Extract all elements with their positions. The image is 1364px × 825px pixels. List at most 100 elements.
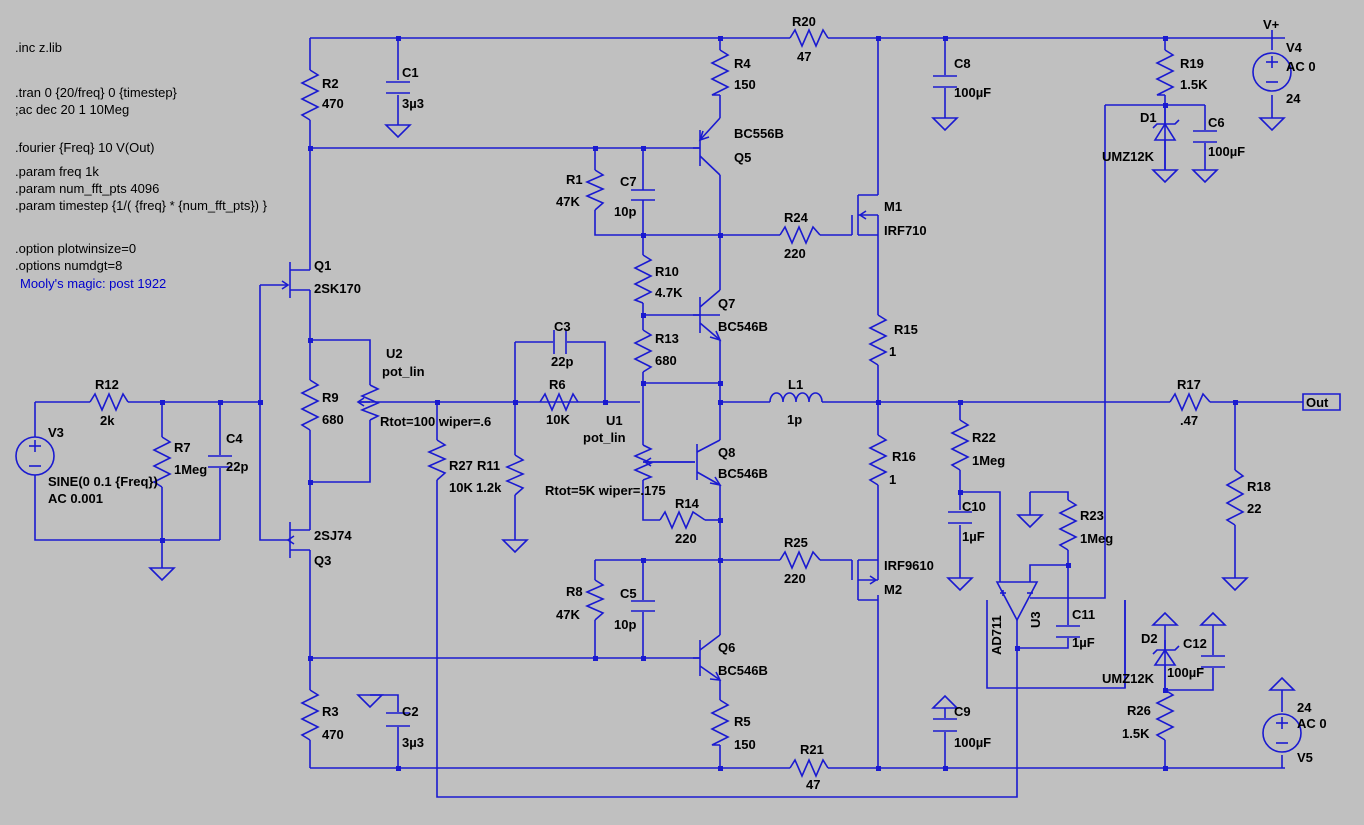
potentiometer-u1[interactable] xyxy=(633,444,695,481)
label-r10-value: 4.7K xyxy=(655,285,683,300)
label-l1-value: 1p xyxy=(787,412,802,427)
potentiometer-u2[interactable] xyxy=(356,384,380,421)
label-r20-value: 47 xyxy=(797,49,811,64)
mosfet-m2[interactable] xyxy=(851,545,879,601)
zener-d2[interactable] xyxy=(1152,625,1180,690)
resistor-r19[interactable] xyxy=(1155,49,1175,96)
label-r21-value: 47 xyxy=(806,777,820,792)
resistor-r1[interactable] xyxy=(585,169,605,211)
label-r13-name: R13 xyxy=(655,331,679,346)
label-r18-name: R18 xyxy=(1247,479,1271,494)
capacitor-c12[interactable] xyxy=(1201,655,1225,668)
voltage-sources xyxy=(15,52,1302,753)
label-c10-name: C10 xyxy=(962,499,986,514)
jfet-q3[interactable] xyxy=(286,522,311,572)
zener-d1[interactable] xyxy=(1152,105,1180,170)
resistor-r2[interactable] xyxy=(300,69,320,121)
transistor-q7[interactable] xyxy=(693,289,722,342)
label-c8-value: 100µF xyxy=(954,85,991,100)
label-q8-name: Q8 xyxy=(718,445,735,460)
label-c2-value: 3µ3 xyxy=(402,735,424,750)
label-r12-name: R12 xyxy=(95,377,119,392)
label-u2-name: U2 xyxy=(386,346,403,361)
directive-line: .inc z.lib xyxy=(15,40,62,55)
label-v4-value2: 24 xyxy=(1286,91,1301,106)
resistor-r10[interactable] xyxy=(633,254,653,304)
capacitor-c7[interactable] xyxy=(631,189,655,201)
capacitor-c10[interactable] xyxy=(948,511,972,524)
resistor-r27[interactable] xyxy=(427,439,447,481)
label-q5-name: Q5 xyxy=(734,150,751,165)
capacitor-c8[interactable] xyxy=(933,75,957,88)
label-q7-name: Q7 xyxy=(718,296,735,311)
resistor-r13[interactable] xyxy=(633,329,653,373)
voltage-source-v4[interactable] xyxy=(1252,52,1292,92)
inductor-l1[interactable] xyxy=(769,392,823,403)
resistor-r8[interactable] xyxy=(585,579,605,621)
mosfet-m1[interactable] xyxy=(851,194,879,245)
resistor-r18[interactable] xyxy=(1225,469,1245,526)
label-r6-value: 10K xyxy=(546,412,570,427)
ground-symbol xyxy=(1016,514,1044,529)
capacitor-c11[interactable] xyxy=(1056,625,1080,638)
label-r25-value: 220 xyxy=(784,571,806,586)
label-u2-param: Rtot=100 wiper=.6 xyxy=(380,414,491,429)
resistor-r24[interactable] xyxy=(779,225,821,245)
resistors xyxy=(89,28,1245,778)
opamp-u3[interactable] xyxy=(995,580,1039,622)
label-m2-name: M2 xyxy=(884,582,902,597)
resistor-r17[interactable] xyxy=(1169,392,1211,412)
resistor-r22[interactable] xyxy=(950,419,970,471)
resistor-r4[interactable] xyxy=(710,49,730,96)
capacitor-c5[interactable] xyxy=(631,600,655,612)
resistor-r14[interactable] xyxy=(659,510,706,530)
voltage-source-v5[interactable] xyxy=(1262,713,1302,753)
label-c11-name: C11 xyxy=(1072,607,1095,622)
junctions xyxy=(160,36,1238,771)
resistor-r16[interactable] xyxy=(868,434,888,486)
resistor-r3[interactable] xyxy=(300,689,320,741)
capacitor-c6[interactable] xyxy=(1193,130,1217,143)
transistor-q6[interactable] xyxy=(693,634,722,681)
label-c12-value: 100µF xyxy=(1167,665,1204,680)
directive-line: .param timestep {1/( {freq} * {num_fft_p… xyxy=(15,198,268,213)
capacitor-c1[interactable] xyxy=(386,81,410,94)
resistor-r26[interactable] xyxy=(1155,689,1175,741)
resistor-r23[interactable] xyxy=(1058,499,1078,551)
resistor-r20[interactable] xyxy=(789,28,829,48)
ground-symbol xyxy=(1151,611,1179,626)
directive-line: .param num_fft_pts 4096 xyxy=(15,181,159,196)
transistor-q8[interactable] xyxy=(696,439,722,487)
resistor-r15[interactable] xyxy=(868,314,888,366)
resistor-r21[interactable] xyxy=(789,758,829,778)
resistor-r11[interactable] xyxy=(505,454,525,496)
label-r3-name: R3 xyxy=(322,704,339,719)
resistor-r9[interactable] xyxy=(300,379,320,431)
label-r16-name: R16 xyxy=(892,449,916,464)
jfet-q1[interactable] xyxy=(281,252,311,298)
directive-line: .param freq 1k xyxy=(15,164,99,179)
transistor-q5[interactable] xyxy=(693,117,721,176)
label-q1-value: 2SK170 xyxy=(314,281,361,296)
resistor-r12[interactable] xyxy=(89,392,129,412)
label-r13-value: 680 xyxy=(655,353,677,368)
label-q8-value: BC546B xyxy=(718,466,768,481)
label-r17-value: .47 xyxy=(1180,413,1198,428)
zener-diodes xyxy=(1152,105,1180,690)
voltage-source-v3[interactable] xyxy=(15,436,55,476)
resistor-r5[interactable] xyxy=(710,699,730,746)
label-r23-value: 1Meg xyxy=(1080,531,1113,546)
capacitor-c2[interactable] xyxy=(386,712,410,727)
resistor-r25[interactable] xyxy=(779,550,821,570)
resistor-r7[interactable] xyxy=(152,436,172,488)
label-r14-name: R14 xyxy=(675,496,700,511)
label-c6-name: C6 xyxy=(1208,115,1225,130)
capacitor-c4[interactable] xyxy=(208,455,232,468)
resistor-r6[interactable] xyxy=(539,392,579,412)
label-c9-value: 100µF xyxy=(954,735,991,750)
net-label-out[interactable]: Out xyxy=(1302,393,1341,411)
capacitor-c9[interactable] xyxy=(933,718,957,732)
label-r5-name: R5 xyxy=(734,714,751,729)
label-c1-name: C1 xyxy=(402,65,419,80)
capacitor-c3[interactable] xyxy=(553,330,567,354)
